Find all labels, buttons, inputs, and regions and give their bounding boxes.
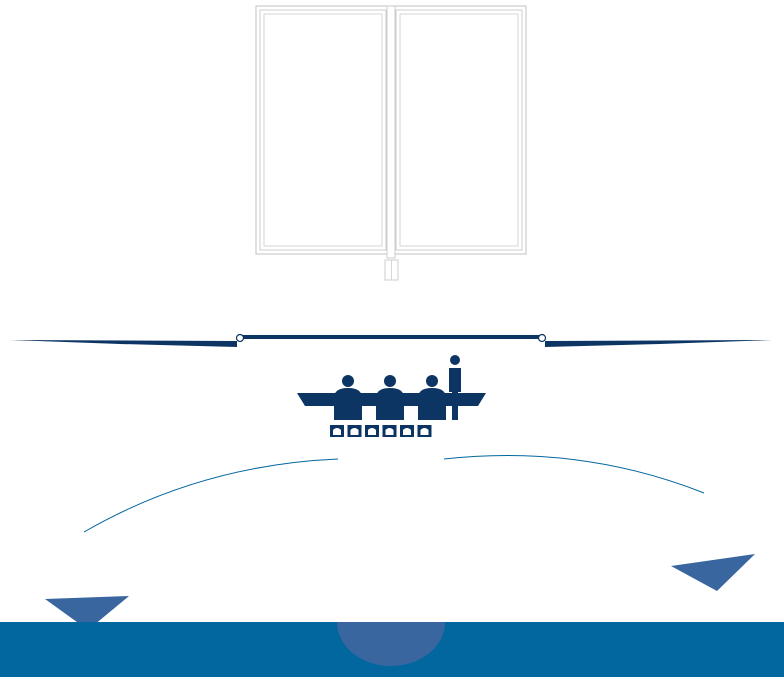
cabinet-left-inner: [263, 13, 383, 247]
rail-right-wing: [545, 340, 772, 347]
triangle-marker-icon: [671, 554, 755, 591]
rail-right-pivot-icon: [537, 333, 547, 343]
chair-icon: [365, 425, 379, 437]
chair-seat: [333, 428, 341, 435]
cabinet-left-panel: [259, 9, 387, 251]
chair-icon: [417, 425, 432, 437]
cabinet-right-inner: [399, 13, 519, 247]
screen-rail: [10, 333, 772, 347]
chair-icon: [330, 425, 344, 437]
arc-left: [83, 458, 339, 533]
cabinet-center-post: [386, 5, 396, 259]
chair-icon: [347, 425, 362, 437]
figure-head: [450, 355, 460, 365]
rail-left-wing: [10, 340, 237, 347]
seated-person-icon: [376, 375, 404, 420]
figure-body: [376, 388, 404, 420]
cabinet-icon: [255, 5, 527, 281]
stage-semicircle: [337, 622, 445, 666]
figure-head: [342, 375, 354, 387]
chair-seat: [403, 428, 411, 435]
chair-seat: [420, 428, 429, 435]
rail-left-pivot-icon: [235, 333, 245, 343]
figure-head: [384, 375, 396, 387]
chair-icon: [382, 425, 397, 437]
chairs-row: [330, 425, 432, 437]
figure-body: [449, 368, 461, 420]
chair-seat: [350, 428, 359, 435]
figure-body: [418, 388, 446, 420]
chair-seat: [368, 428, 376, 435]
cabinet-right-panel: [395, 9, 523, 251]
figure-body: [334, 388, 362, 420]
rail-center-bar: [240, 335, 542, 339]
chair-icon: [400, 425, 414, 437]
figures-group: [334, 355, 461, 420]
arc-right: [443, 454, 705, 494]
conference-group: [297, 355, 486, 437]
figure-head: [426, 375, 438, 387]
chair-seat: [385, 428, 394, 435]
triangle-marker-icon: [45, 596, 129, 630]
seated-person-icon: [418, 375, 446, 420]
seated-person-icon: [334, 375, 362, 420]
standing-person-icon: [449, 355, 461, 420]
